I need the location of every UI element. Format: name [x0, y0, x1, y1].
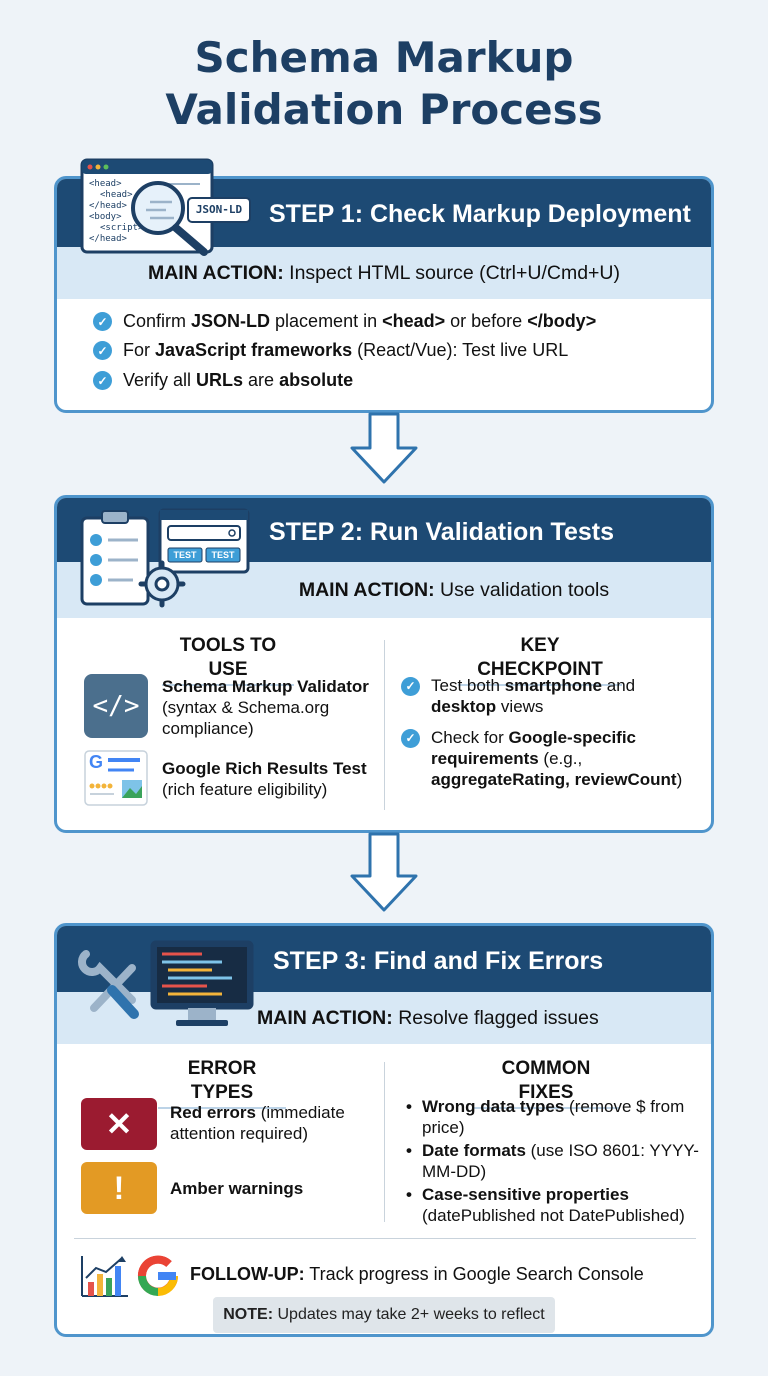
step-1-bullet-2: ✓ For JavaScript frameworks (React/Vue):…	[93, 339, 568, 361]
step-2-title: STEP 2: Run Validation Tests	[269, 518, 614, 546]
tool-1-name: Schema Markup Validator	[162, 677, 369, 696]
checkpoint-1: ✓ Test both smartphone and desktop views	[401, 675, 691, 717]
fix-item: •Wrong data types (remove $ from price)	[406, 1097, 685, 1137]
step-1-bullet-3: ✓ Verify all URLs are absolute	[93, 369, 353, 391]
exclamation-icon: !	[81, 1162, 157, 1214]
followup-label: FOLLOW-UP:	[190, 1264, 305, 1284]
page-title: Schema Markup Validation Process	[0, 32, 768, 136]
code-line-2: <head>	[100, 190, 133, 200]
note-box: NOTE: Updates may take 2+ weeks to refle…	[213, 1297, 555, 1333]
google-logo-icon	[138, 1255, 178, 1296]
step-2-main-label: MAIN ACTION:	[298, 579, 435, 601]
tools-heading: TOOLS TO USE	[162, 634, 294, 686]
step-2-main-text: Use validation tools	[440, 579, 610, 601]
tool-schema-validator: Schema Markup Validator (syntax & Schema…	[162, 676, 377, 739]
fixes-heading: COMMON FIXES	[472, 1057, 620, 1109]
fix-item: •Case-sensitive properties (datePublishe…	[406, 1185, 685, 1225]
check-icon: ✓	[93, 341, 112, 360]
google-g-glyph: G	[89, 752, 104, 772]
json-ld-tag: JSON-LD	[195, 203, 243, 216]
step-3-main-label: MAIN ACTION:	[257, 1007, 393, 1029]
check-icon: ✓	[401, 729, 420, 748]
code-inspect-icon: <head> <head> </head> <body> <script> </…	[80, 158, 252, 258]
errors-heading: ERROR TYPES	[158, 1057, 286, 1109]
tool-2-name: Google Rich Results Test	[162, 759, 367, 778]
chart-growth-icon	[81, 1256, 128, 1297]
title-line-2: Validation Process	[165, 85, 603, 134]
x-icon: ✕	[81, 1098, 157, 1150]
down-arrow-icon	[350, 412, 418, 484]
followup-text: FOLLOW-UP: Track progress in Google Sear…	[190, 1262, 644, 1286]
step-1-main-label: MAIN ACTION:	[147, 262, 284, 284]
check-icon: ✓	[401, 677, 420, 696]
step-1-main-text: Inspect HTML source (Ctrl+U/Cmd+U)	[289, 262, 621, 284]
error-red: Red errors (immediate attention required…	[170, 1103, 345, 1143]
fixes-list: •Wrong data types (remove $ from price) …	[406, 1096, 706, 1228]
code-line-6: </head>	[89, 234, 127, 244]
step-1-main-action: MAIN ACTION: Inspect HTML source (Ctrl+U…	[57, 247, 711, 299]
step-3-divider	[384, 1062, 385, 1222]
followup-body: Track progress in Google Search Console	[309, 1264, 644, 1284]
step-1-title: STEP 1: Check Markup Deployment	[269, 200, 691, 228]
checklist-gear-icon: TEST TEST	[78, 508, 250, 608]
step-3-title: STEP 3: Find and Fix Errors	[273, 947, 604, 975]
check-icon: ✓	[93, 312, 112, 331]
step-1-bullet-1: ✓ Confirm JSON-LD placement in <head> or…	[93, 310, 596, 332]
fix-item: •Date formats (use ISO 8601: YYYY-MM-DD)	[406, 1141, 699, 1181]
step-3-main-text: Resolve flagged issues	[398, 1007, 599, 1029]
google-rich-results-icon: G	[84, 750, 148, 806]
tool-1-desc: (syntax & Schema.org compliance)	[162, 698, 330, 738]
note-label: NOTE:	[223, 1306, 274, 1323]
code-line-3: </head>	[89, 201, 127, 211]
followup-separator	[74, 1238, 696, 1239]
error-amber: Amber warnings	[170, 1179, 304, 1198]
step-2-divider	[384, 640, 385, 810]
checkpoint-heading: KEY CHECKPOINT	[458, 634, 622, 686]
code-brackets-icon: </>	[84, 674, 148, 738]
title-line-1: Schema Markup	[194, 33, 574, 82]
test-button-1: TEST	[173, 550, 197, 560]
note-text: Updates may take 2+ weeks to reflect	[277, 1306, 545, 1323]
code-line-4: <body>	[89, 212, 122, 222]
code-line-5: <script>	[100, 223, 144, 233]
test-button-2: TEST	[211, 550, 235, 560]
check-icon: ✓	[93, 371, 112, 390]
checkpoint-2: ✓ Check for Google-specific requirements…	[401, 727, 697, 790]
tools-monitor-icon	[72, 938, 256, 1032]
tool-rich-results: Google Rich Results Test (rich feature e…	[162, 758, 377, 800]
down-arrow-icon	[350, 832, 418, 912]
code-line-1: <head>	[89, 179, 122, 189]
tool-2-desc: (rich feature eligibility)	[162, 780, 328, 799]
